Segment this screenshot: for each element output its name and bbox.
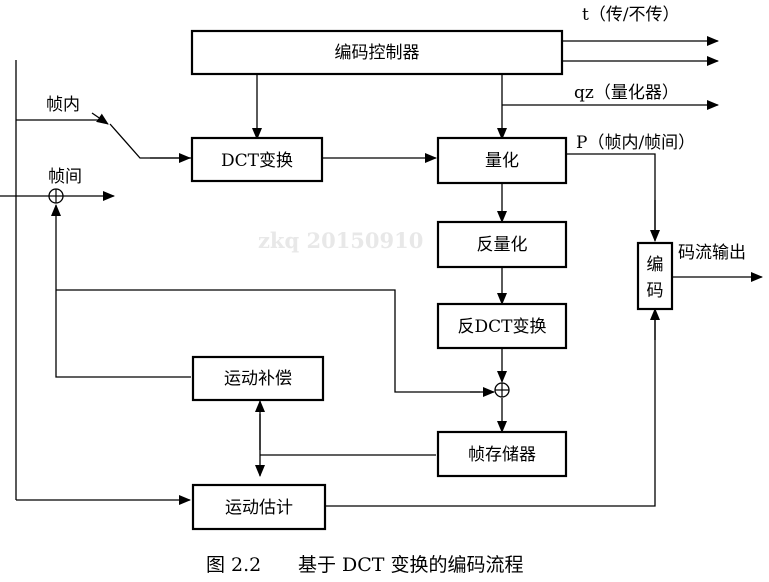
- qz-signal-label: qz（量化器）: [574, 83, 679, 103]
- figure-number: 图 2.2: [206, 554, 261, 576]
- encode-block: 编 码: [636, 241, 674, 311]
- t-signal-label: t（传/不传）: [582, 5, 680, 25]
- mode-switch-line: [109, 123, 191, 159]
- watermark-text: zkq 20150910: [258, 228, 423, 253]
- inter-label: 帧间: [48, 167, 82, 187]
- dct-label: DCT变换: [221, 151, 293, 171]
- mc-feedback-line: [55, 290, 191, 378]
- figure-title: 基于 DCT 变换的编码流程: [298, 554, 524, 576]
- mc-to-adder-line: [56, 289, 480, 393]
- inverse-dct-block: 反DCT变换: [436, 302, 568, 350]
- quantize-block: 量化: [436, 136, 568, 185]
- encode-label-char2: 码: [647, 281, 664, 301]
- inverse-dct-label: 反DCT变换: [458, 317, 547, 337]
- dct-block: DCT变换: [190, 136, 324, 183]
- motion-estimation-block: 运动估计: [191, 483, 327, 531]
- motion-compensation-block: 运动补偿: [191, 355, 325, 402]
- p-signal-label: P（帧内/帧间）: [576, 133, 695, 153]
- motion-estimation-label: 运动估计: [225, 498, 293, 518]
- intra-label: 帧内: [46, 95, 80, 115]
- quantize-label: 量化: [485, 151, 519, 171]
- motion-compensation-label: 运动补偿: [224, 369, 292, 389]
- inverse-quantize-block: 反量化: [436, 220, 568, 269]
- motion-to-encoder-line: [325, 320, 656, 507]
- subtractor-junction: [48, 188, 64, 204]
- inverse-quantize-label: 反量化: [477, 235, 528, 255]
- quantize-to-encoder-line: [566, 153, 656, 240]
- encode-label-char1: 编: [647, 255, 664, 275]
- encoder-controller-block: 编码控制器: [190, 29, 564, 76]
- frame-store-label: 帧存储器: [468, 445, 536, 465]
- bitstream-output-label: 码流输出: [678, 243, 746, 263]
- adder-junction: [494, 382, 510, 398]
- encoder-controller-label: 编码控制器: [335, 43, 420, 63]
- frame-store-block: 帧存储器: [436, 430, 568, 478]
- intra-contact-arrow: [91, 112, 109, 125]
